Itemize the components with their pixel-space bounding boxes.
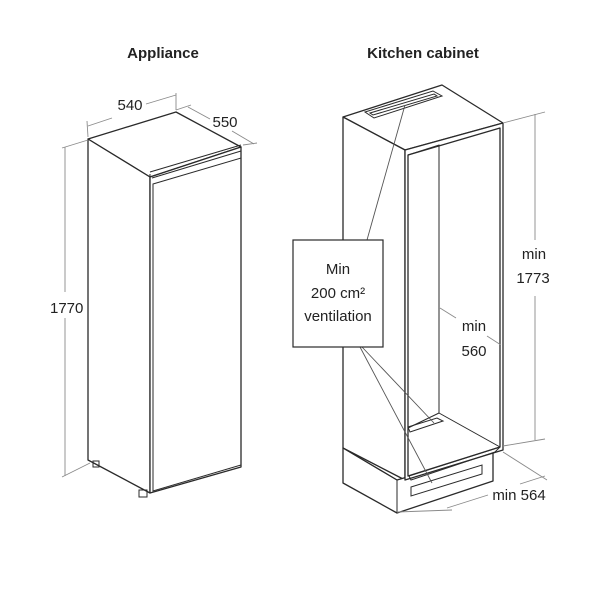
cabinet-interior-back	[407, 144, 501, 448]
inner-vent	[407, 417, 445, 433]
appliance-depth: 550	[212, 114, 237, 131]
appliance-dimensions: 540 550 1770	[50, 93, 258, 478]
appliance-side	[87, 138, 151, 494]
cabinet-width: min 564	[492, 487, 545, 504]
cabinet-height-label: min	[522, 246, 546, 263]
appliance-height: 1770	[50, 300, 83, 317]
callout-line-1: Min	[326, 261, 350, 278]
appliance-front	[149, 146, 242, 494]
callout-leaders	[359, 104, 435, 484]
appliance-foot	[92, 460, 100, 468]
ventilation-callout: Min 200 cm² ventilation	[292, 239, 384, 348]
appliance-title: Appliance	[127, 45, 199, 62]
plinth-vent	[410, 464, 483, 497]
appliance-drawing	[87, 111, 242, 498]
cabinet-dimensions: min 1773 min 560 min 564	[396, 111, 550, 513]
cabinet-drawing	[342, 84, 504, 514]
cabinet-height-value: 1773	[516, 270, 549, 287]
top-vent	[363, 90, 444, 119]
callout-line-3: ventilation	[304, 308, 372, 325]
cabinet-opening	[407, 127, 501, 477]
cabinet-depth-value: 560	[461, 343, 486, 360]
cabinet-title: Kitchen cabinet	[367, 45, 479, 62]
appliance-width: 540	[117, 97, 142, 114]
callout-line-2: 200 cm²	[311, 285, 365, 302]
cabinet-depth-label: min	[462, 318, 486, 335]
appliance-door	[152, 157, 242, 492]
appliance-foot	[138, 489, 148, 498]
